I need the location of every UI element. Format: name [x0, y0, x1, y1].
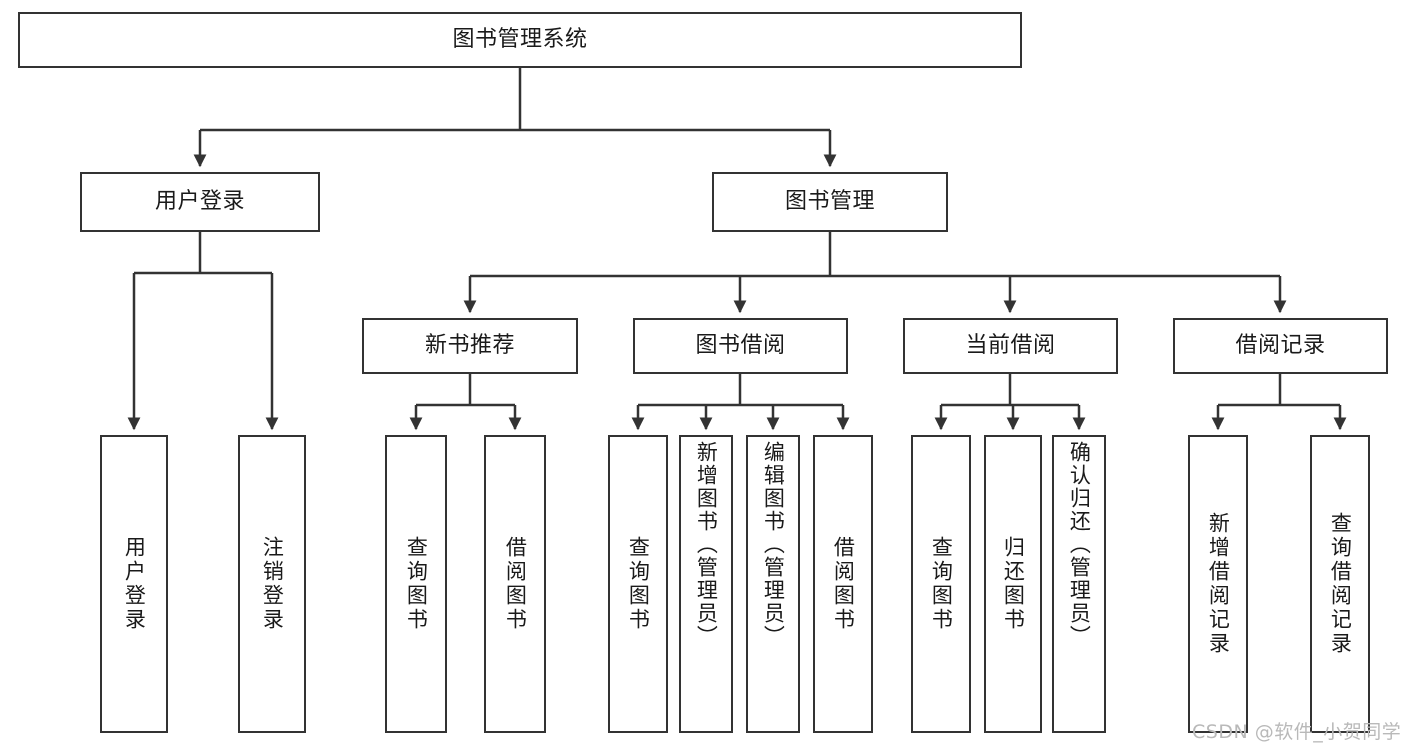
node-user-login[interactable]: 用户登录	[80, 172, 320, 232]
node-root[interactable]: 图书管理系统	[18, 12, 1022, 68]
node-current-borrow[interactable]: 当前借阅	[903, 318, 1118, 374]
node-book-manage[interactable]: 图书管理	[712, 172, 948, 232]
leaf-query-book-recommend[interactable]: 查询图书	[385, 435, 447, 733]
leaf-return-book[interactable]: 归还图书	[984, 435, 1042, 733]
leaf-confirm-return-admin[interactable]: 确认归还（管理员）	[1052, 435, 1106, 733]
leaf-add-borrow-record[interactable]: 新增借阅记录	[1188, 435, 1248, 733]
node-borrow-record[interactable]: 借阅记录	[1173, 318, 1388, 374]
csdn-watermark: CSDN @软件_小贺同学	[1192, 721, 1402, 743]
leaf-add-book-admin[interactable]: 新增图书（管理员）	[679, 435, 733, 733]
leaf-edit-book-admin[interactable]: 编辑图书（管理员）	[746, 435, 800, 733]
leaf-query-borrow-record[interactable]: 查询借阅记录	[1310, 435, 1370, 733]
node-new-book-recommend[interactable]: 新书推荐	[362, 318, 578, 374]
leaf-borrow-book-recommend[interactable]: 借阅图书	[484, 435, 546, 733]
leaf-user-login[interactable]: 用户登录	[100, 435, 168, 733]
node-book-borrow[interactable]: 图书借阅	[633, 318, 848, 374]
leaf-borrow-book[interactable]: 借阅图书	[813, 435, 873, 733]
leaf-logout-login[interactable]: 注销登录	[238, 435, 306, 733]
leaf-query-book-current[interactable]: 查询图书	[911, 435, 971, 733]
leaf-query-book-borrow[interactable]: 查询图书	[608, 435, 668, 733]
